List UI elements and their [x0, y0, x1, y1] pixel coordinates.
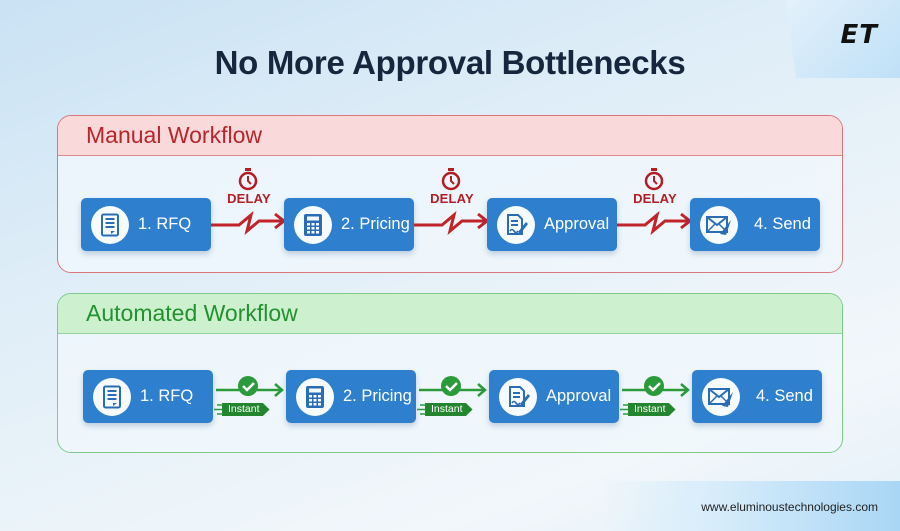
zigzag-arrow-icon: [617, 210, 693, 236]
speed-lines-icon: [620, 404, 629, 415]
automated-workflow-panel: Automated Workflow 1. RFQ Instant 2. Pri…: [57, 293, 843, 453]
calculator-icon: [296, 377, 334, 416]
signed-document-icon: [499, 377, 537, 416]
stopwatch-icon: [238, 168, 258, 191]
website-link[interactable]: www.eluminoustechnologies.com: [701, 500, 878, 514]
step-label: 1. RFQ: [140, 387, 194, 405]
delay-label: DELAY: [633, 191, 677, 206]
manual-workflow-panel: Manual Workflow 1. RFQ DELAY 2. Pricing …: [57, 115, 843, 273]
instant-badge: Instant: [425, 403, 473, 416]
instant-badge: Instant: [222, 403, 270, 416]
delay-label: DELAY: [227, 191, 271, 206]
automated-step-pricing: 2. Pricing: [286, 370, 416, 423]
page-title: No More Approval Bottlenecks: [214, 44, 686, 81]
step-label: 1. RFQ: [138, 215, 192, 233]
background-corner-bottom-right: [600, 481, 900, 531]
speed-lines-icon: [417, 404, 426, 415]
manual-workflow-heading: Manual Workflow: [58, 116, 842, 156]
automated-step-send: 4. Send: [692, 370, 822, 423]
instant-badge: Instant: [628, 403, 676, 416]
company-logo: ET: [840, 20, 878, 50]
speed-lines-icon: [214, 404, 223, 415]
checkmark-arrow-icon: [419, 376, 487, 397]
instant-connector: Instant: [417, 374, 489, 420]
automated-step-rfq: 1. RFQ: [83, 370, 213, 423]
stopwatch-icon: [441, 168, 461, 191]
manual-step-approval: Approval: [487, 198, 617, 251]
checkmark-arrow-icon: [216, 376, 284, 397]
step-label: Approval: [546, 387, 612, 405]
zigzag-arrow-icon: [211, 210, 287, 236]
delay-label: DELAY: [430, 191, 474, 206]
manual-step-rfq: 1. RFQ: [81, 198, 211, 251]
delay-connector: DELAY: [414, 167, 490, 237]
stopwatch-icon: [644, 168, 664, 191]
checkmark-circle-icon: [644, 376, 664, 396]
document-list-icon: [93, 377, 131, 416]
step-label: 4. Send: [756, 387, 813, 405]
step-label: 4. Send: [754, 215, 811, 233]
automated-step-approval: Approval: [489, 370, 619, 423]
instant-connector: Instant: [214, 374, 286, 420]
step-label: 2. Pricing: [341, 215, 410, 233]
background-corner-top-right: [785, 0, 900, 78]
instant-connector: Instant: [620, 374, 692, 420]
manual-step-send: 4. Send: [690, 198, 820, 251]
step-label: Approval: [544, 215, 610, 233]
checkmark-circle-icon: [238, 376, 258, 396]
automated-workflow-heading: Automated Workflow: [58, 294, 842, 334]
manual-step-pricing: 2. Pricing: [284, 198, 414, 251]
delay-connector: DELAY: [211, 167, 287, 237]
signed-document-icon: [497, 205, 535, 244]
envelope-send-icon: [702, 377, 740, 416]
calculator-icon: [294, 205, 332, 244]
checkmark-circle-icon: [441, 376, 461, 396]
step-label: 2. Pricing: [343, 387, 412, 405]
checkmark-arrow-icon: [622, 376, 690, 397]
document-list-icon: [91, 205, 129, 244]
zigzag-arrow-icon: [414, 210, 490, 236]
envelope-send-icon: [700, 205, 738, 244]
delay-connector: DELAY: [617, 167, 693, 237]
